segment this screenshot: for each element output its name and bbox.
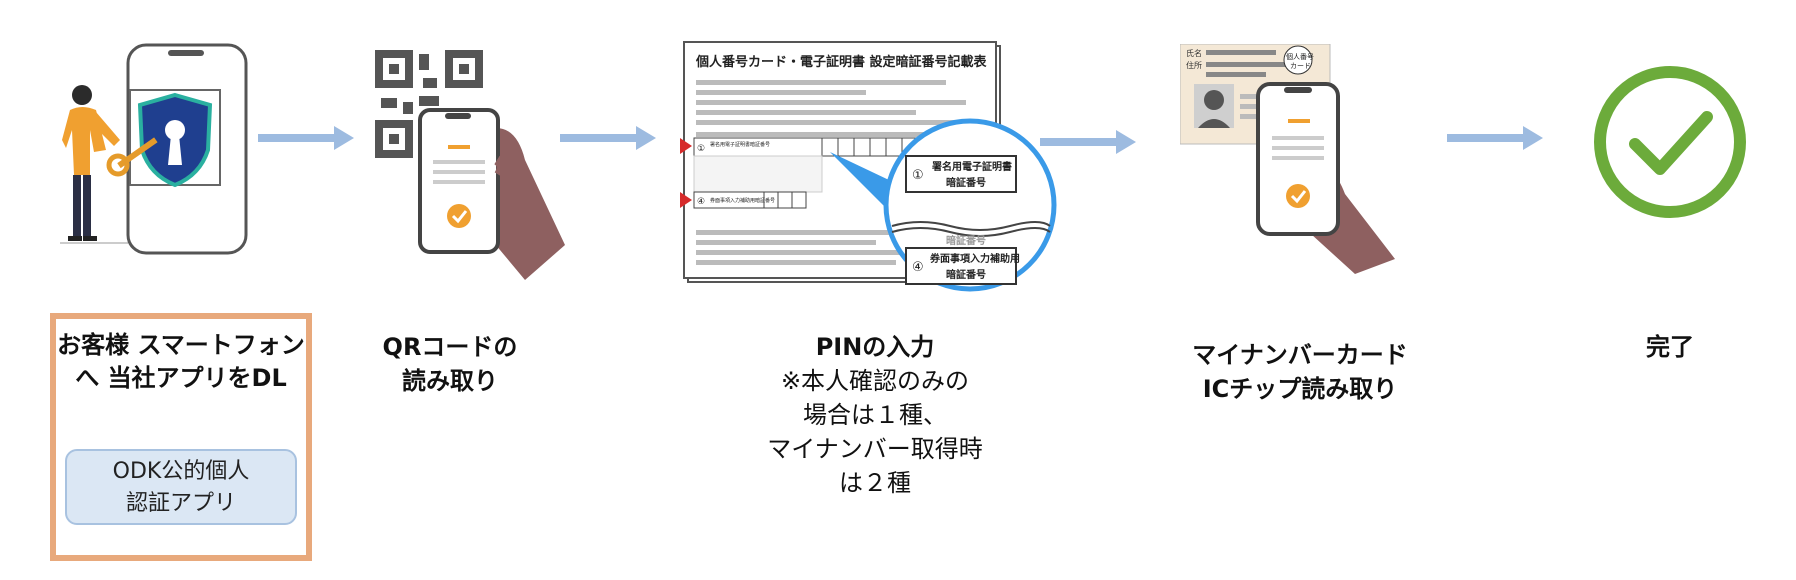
zoom-row1-label-a: 署名用電子証明書 (931, 160, 1012, 173)
arrow-step4-to-step5 (1447, 126, 1543, 150)
card-header-b: カード (1290, 62, 1311, 70)
step1-title-line: 当社アプリをDL (107, 364, 287, 392)
step5-title-line: 完了 (1646, 333, 1694, 361)
step4-caption: マイナンバーカード ICチップ読み取り (1170, 338, 1430, 406)
doc-row4-label: 券面事項入力補助用暗証番号 (710, 197, 775, 204)
zoom-row4-label-b: 暗証番号 (946, 268, 986, 281)
zoom-row2-label-b: 暗証番号 (946, 234, 986, 247)
step2-title-line: 読み取り (402, 367, 498, 395)
app-name-badge: ODK公的個人 認証アプリ (65, 449, 297, 525)
step1-box: お客様 スマートフォンへ 当社アプリをDL ODK公的個人 認証アプリ (50, 313, 312, 561)
step1-title-line: お客様 (57, 331, 130, 359)
card-label-address: 住所 (1186, 60, 1202, 70)
step3-caption: PINの入力 ※本人確認のみの 場合は１種、 マイナンバー取得時 は２種 (745, 330, 1005, 500)
card-header-a: 個人番号 (1286, 52, 1314, 61)
card-label-name: 氏名 (1186, 48, 1202, 58)
step2-caption: QRコードの 読み取り (360, 330, 540, 398)
step1-title: お客様 スマートフォンへ 当社アプリをDL (56, 329, 306, 395)
zoom-row4-circle: ④ (912, 260, 924, 275)
step3-note-line: マイナンバー取得時 (767, 435, 983, 463)
step3-note-line: は２種 (839, 469, 911, 497)
step4-title-line: マイナンバーカード (1192, 341, 1408, 369)
complete-check-icon (1594, 66, 1746, 218)
step1-title-line: スマートフォンへ (75, 331, 305, 392)
step2-title-line: QRコードの (382, 333, 518, 361)
doc-row1-label: 署名用電子証明書暗証番号 (710, 141, 770, 148)
doc-row1-circle: ① (697, 144, 705, 154)
zoom-row4-label-a: 券面事項入力補助用 (929, 252, 1020, 265)
zoom-row1-label-b: 暗証番号 (946, 176, 986, 189)
qr-scan-illustration (375, 50, 565, 280)
step3-note-line: 場合は１種、 (803, 401, 947, 429)
app-name-line: 認証アプリ (125, 491, 236, 516)
arrow-step3-to-step4 (1040, 130, 1136, 154)
step4-title-line: ICチップ読み取り (1202, 375, 1398, 403)
arrow-step1-to-step2 (258, 126, 354, 150)
app-name-line: ODK公的個人 (112, 459, 250, 484)
doc-row4-circle: ④ (697, 197, 705, 207)
arrow-step2-to-step3 (560, 126, 656, 150)
download-app-illustration (60, 43, 248, 255)
step3-title-line: PINの入力 (815, 333, 935, 361)
doc-title: 個人番号カード・電子証明書 設定暗証番号記載表 (695, 54, 988, 70)
step5-caption: 完了 (1610, 330, 1730, 364)
card-reading-illustration: 氏名 住所 個人番号 カード (1180, 44, 1395, 274)
pin-document-illustration: 個人番号カード・電子証明書 設定暗証番号記載表 ① 署名用電子証明書暗証番号 ④… (680, 41, 1057, 292)
zoom-row1-circle: ① (912, 168, 924, 183)
step3-note-line: ※本人確認のみの (780, 367, 970, 395)
